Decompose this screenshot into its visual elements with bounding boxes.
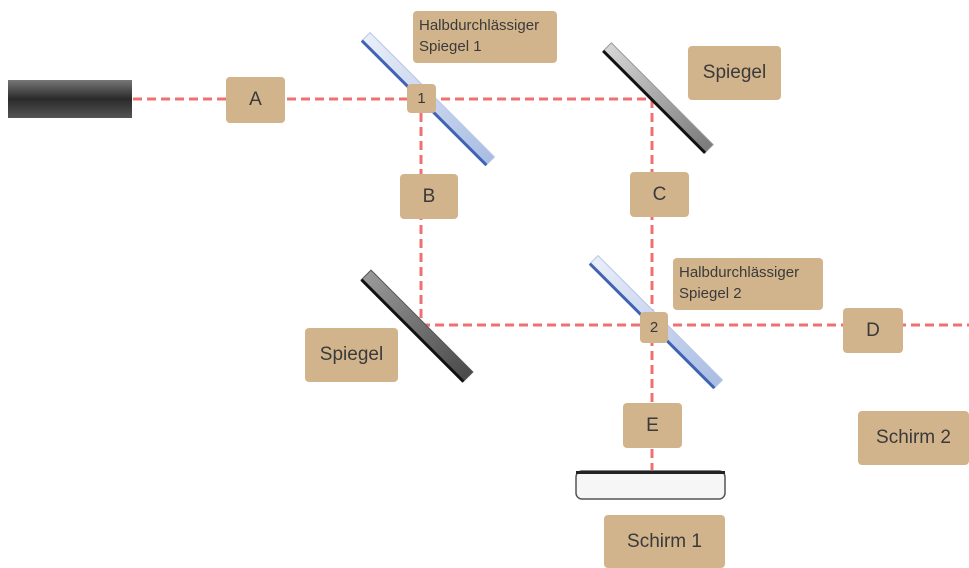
mirror-bottom [360, 269, 474, 383]
label-b: B [400, 174, 458, 219]
label-semi-mirror-2-line2: Spiegel 2 [679, 285, 742, 302]
label-mirror-top: Spiegel [688, 46, 781, 100]
laser-source [8, 80, 132, 118]
label-d: D [843, 308, 903, 353]
label-semi-mirror-2-line1: Halbdurchlässiger [679, 264, 800, 281]
mirror-top [602, 42, 714, 154]
label-screen-1: Schirm 1 [604, 515, 725, 568]
label-a: A [226, 77, 285, 123]
label-semi-mirror-1: Halbdurchlässiger Spiegel 1 [413, 11, 557, 63]
label-c: C [630, 172, 689, 217]
label-1: 1 [407, 84, 436, 113]
label-semi-mirror-1-line2: Spiegel 1 [419, 38, 482, 55]
label-mirror-bottom: Spiegel [305, 328, 398, 382]
label-screen-2: Schirm 2 [858, 411, 969, 465]
label-e: E [623, 403, 682, 448]
screen-1 [575, 470, 726, 500]
label-semi-mirror-1-line1: Halbdurchlässiger [419, 17, 540, 34]
label-2: 2 [640, 312, 668, 343]
label-semi-mirror-2: Halbdurchlässiger Spiegel 2 [673, 258, 823, 310]
screen-1-edge [576, 471, 725, 474]
